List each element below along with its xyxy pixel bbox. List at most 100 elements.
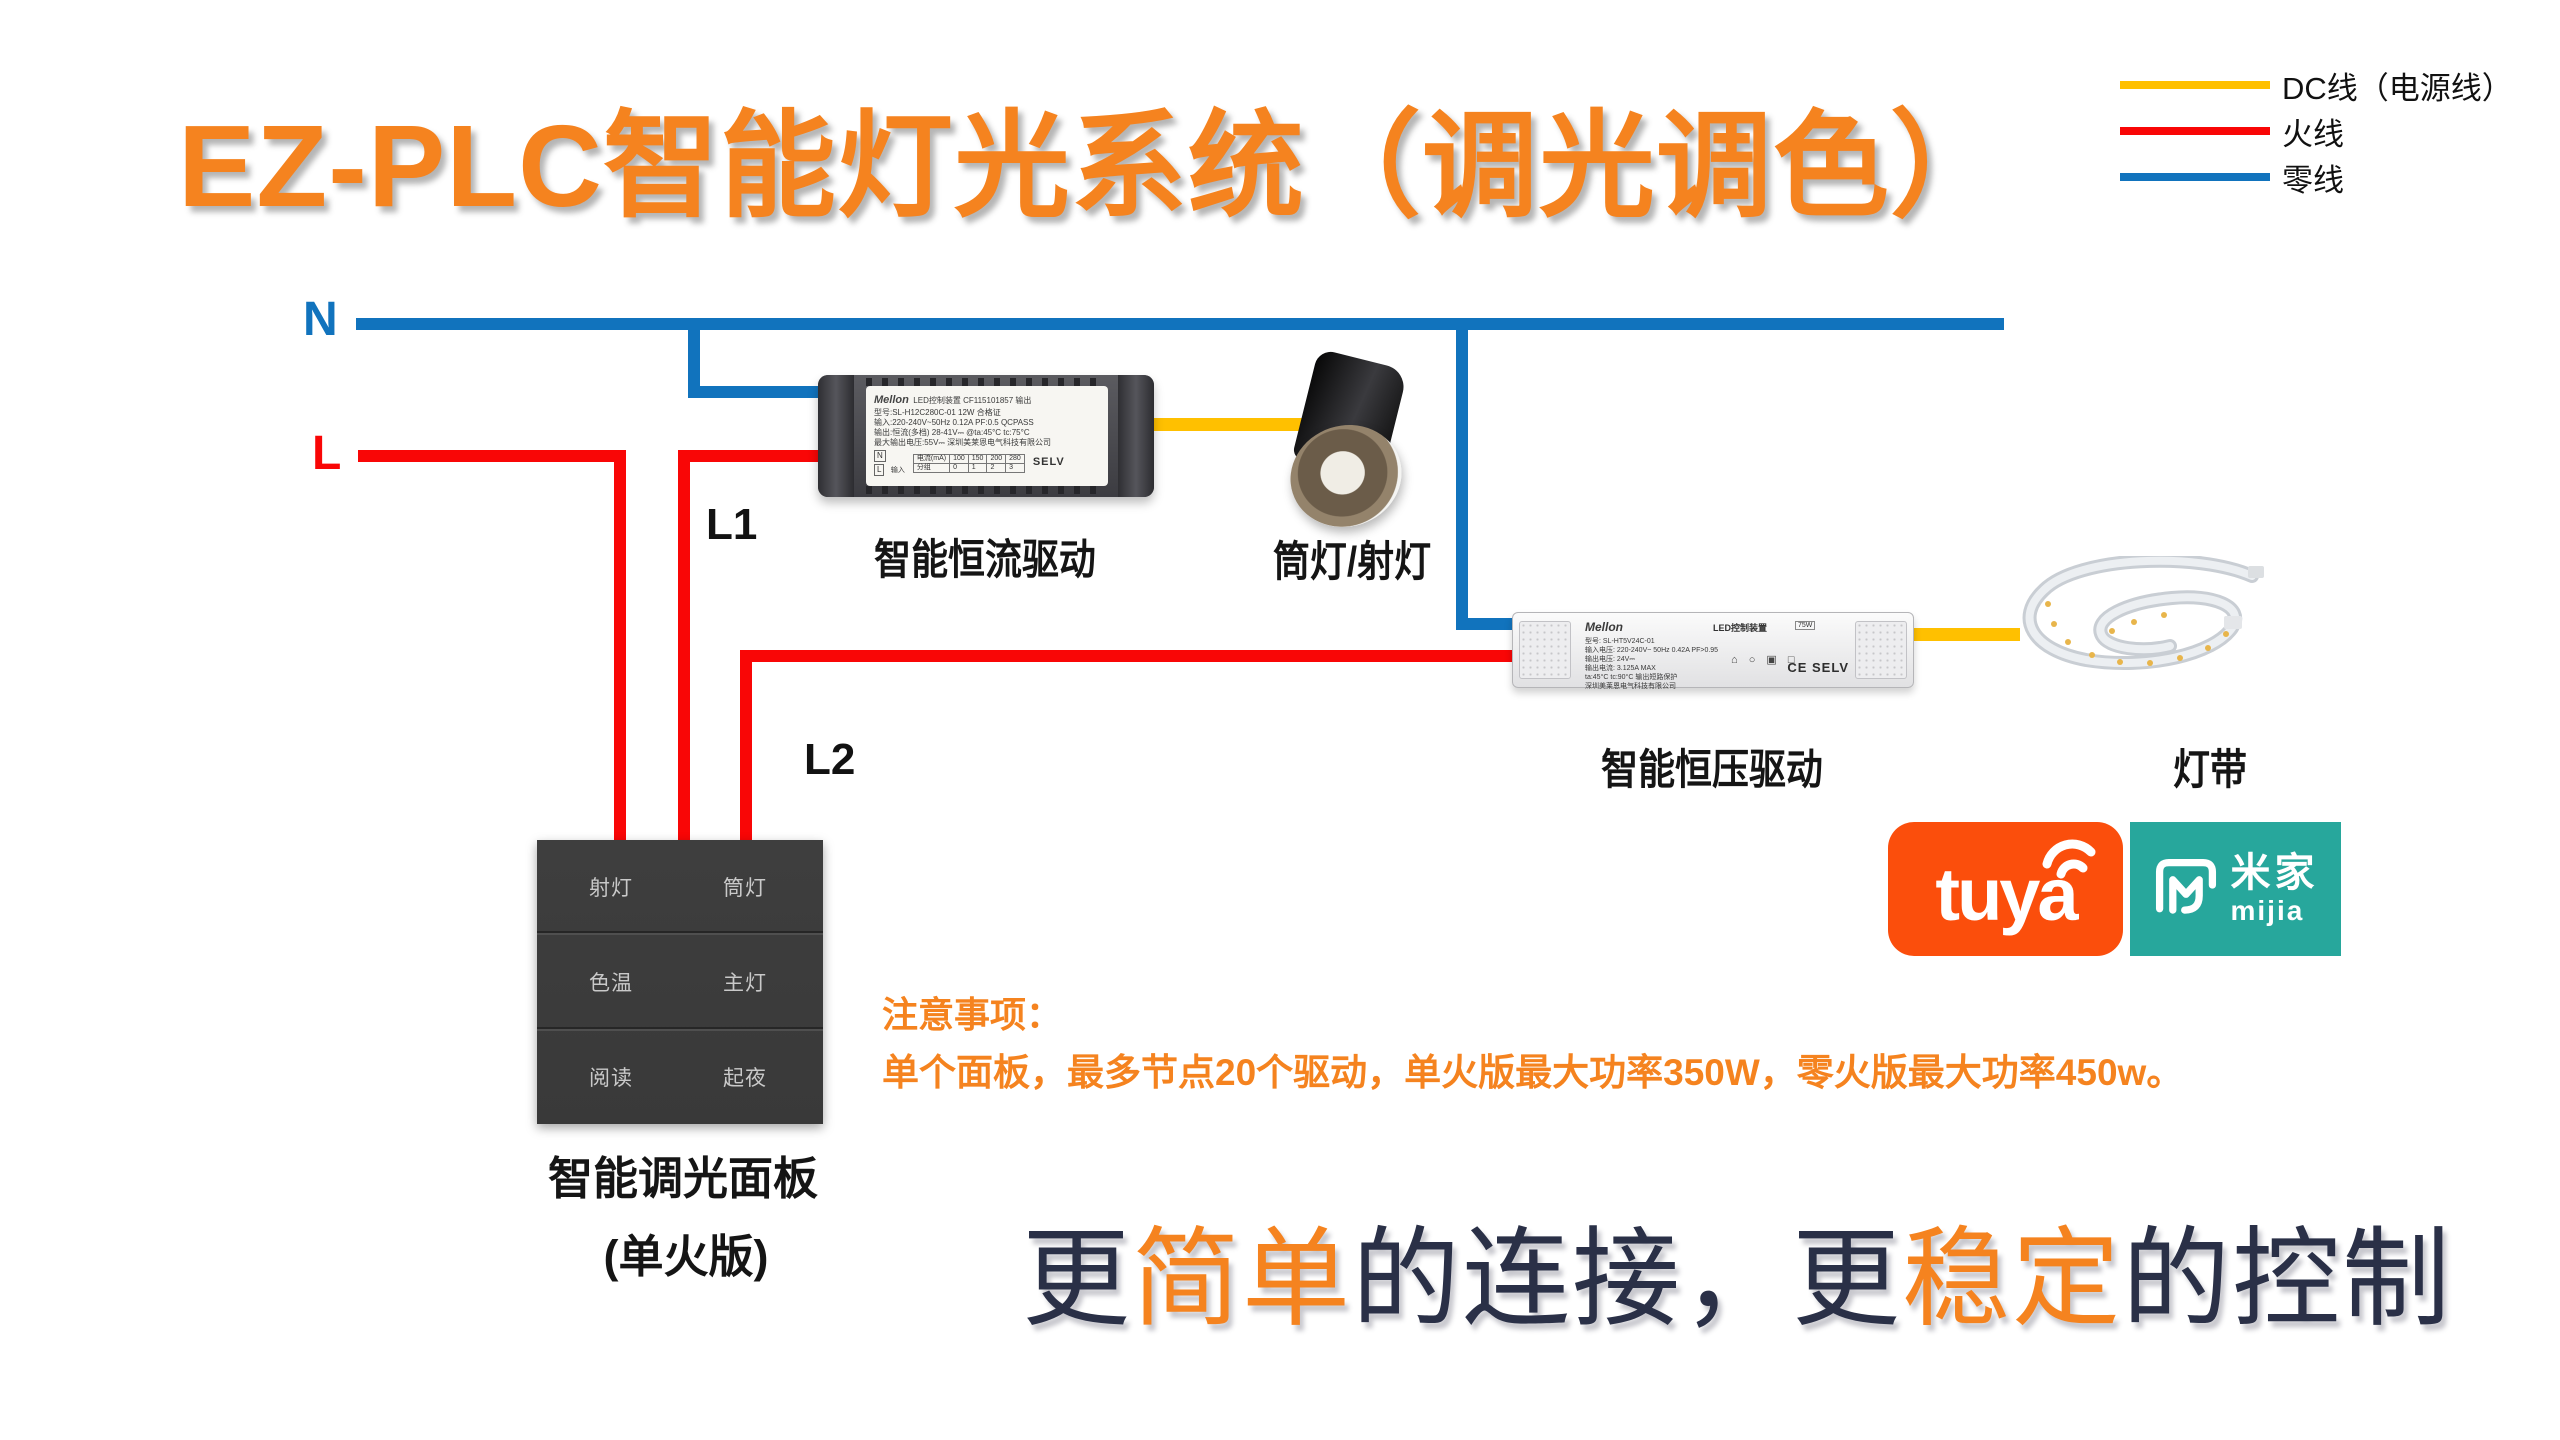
cv-driver-spec-line: 输入电压: 220-240V~ 50Hz 0.42A PF>0.95 — [1585, 647, 1719, 654]
mijia-logo-en: mijia — [2230, 895, 2305, 926]
terminal-n: N — [874, 450, 886, 462]
legend-label: 火线 — [2282, 116, 2344, 152]
downlight-caption: 筒灯/射灯 — [1272, 538, 1432, 585]
dc-wire-to-strip — [1908, 628, 2020, 641]
wire-legend: DC线（电源线） 火线 零线 — [2120, 62, 2540, 200]
legend-item-dc: DC线（电源线） — [2120, 62, 2540, 108]
neutral-wire-drop1 — [688, 318, 700, 398]
cc-driver-spec-line: 输出:恒流(多档) 28-41V⎓ @ta:45°C tc:75°C — [874, 428, 1030, 437]
cc-driver-spec-line: 型号:SL-H12C280C-01 12W 合格证 — [874, 408, 1001, 417]
table-cell: 3 — [1005, 462, 1025, 473]
table-cell: 1 — [967, 462, 988, 473]
panel-row: 色温 主灯 — [537, 933, 823, 1028]
panel-row: 射灯 筒灯 — [537, 840, 823, 933]
live-terminal-label: L — [312, 427, 342, 480]
cc-driver-spec-label: Mellon LED控制装置 CF115101857 输出 型号:SL-H12C… — [866, 386, 1108, 486]
table-cell: 280 — [1005, 453, 1025, 464]
led-strip-caption: 灯带 — [2173, 746, 2247, 793]
cv-driver-caption: 智能恒压驱动 — [1601, 746, 1823, 793]
cc-driver-caption: 智能恒流驱动 — [874, 536, 1096, 583]
table-cell: 150 — [967, 453, 988, 464]
neutral-terminal-label: N — [303, 293, 338, 346]
cc-driver-spec-line: LED控制装置 CF115101857 输出 — [913, 396, 1032, 405]
mijia-logo-cn: 米家 — [2230, 851, 2319, 895]
live-wire-to-panel — [614, 450, 626, 841]
mijia-logo: 米家 mijia — [2130, 822, 2341, 956]
mijia-m-icon — [2155, 858, 2216, 914]
cc-driver-input-label: 输入 — [890, 467, 905, 474]
cv-driver-title: LED控制装置 — [1713, 623, 1768, 633]
cc-driver-endcap-right — [1118, 375, 1154, 497]
legend-label: DC线（电源线） — [2282, 70, 2513, 106]
panel-button-color-temp: 色温 — [589, 971, 633, 995]
page-title: EZ-PLC智能灯光系统（调光调色） — [178, 101, 2007, 231]
l1-wire-tag: L1 — [706, 500, 758, 549]
live-wire-main — [358, 450, 626, 462]
legend-item-neutral: 零线 — [2120, 154, 2540, 200]
panel-button-spotlight: 射灯 — [589, 876, 633, 900]
table-cell: 0 — [949, 462, 969, 473]
cv-driver-brand: Mellon — [1585, 620, 1623, 634]
cc-driver-device: Mellon LED控制装置 CF115101857 输出 型号:SL-H12C… — [818, 375, 1154, 497]
dimmer-panel-variant: (单火版) — [603, 1231, 769, 1282]
panel-button-reading: 阅读 — [589, 1067, 633, 1091]
tuya-logo-text: tuya — [1935, 852, 2078, 936]
cc-driver-current-table: 电流(mA) 100 150 200 280 分组 0 1 2 3 — [912, 453, 1025, 473]
dimmer-panel-caption: 智能调光面板 — [547, 1153, 819, 1204]
cv-driver-terminal-left — [1519, 621, 1571, 679]
legend-label: 零线 — [2282, 162, 2344, 198]
l2-wire-tag: L2 — [804, 735, 856, 784]
terminal-l: L — [874, 464, 885, 476]
note-heading: 注意事项： — [882, 994, 1063, 1035]
tuya-logo: tuya — [1888, 822, 2123, 956]
neutral-wire-drop2 — [1456, 318, 1468, 630]
panel-button-night: 起夜 — [723, 1067, 767, 1091]
bottom-headline: 更简单的连接，更稳定的控制 — [1022, 1192, 2452, 1348]
cc-driver-endcap-left — [818, 375, 854, 497]
l1-wire-vertical — [678, 450, 690, 841]
cc-driver-spec-line: 输入:220-240V~50Hz 0.12A PF:0.5 QCPASS — [874, 418, 1034, 427]
cv-driver-terminal-right — [1855, 621, 1907, 679]
table-cell: 分组 — [912, 462, 951, 473]
cc-driver-vents-top — [866, 378, 1106, 386]
cv-driver-spec-line: 深圳美莱恩电气科技有限公司 — [1585, 683, 1676, 690]
headline-part: 的连接，更 — [1352, 1218, 1903, 1339]
headline-part-highlight: 稳定 — [1902, 1218, 2123, 1339]
legend-item-live: 火线 — [2120, 108, 2540, 154]
headline-part: 更 — [1022, 1218, 1133, 1339]
headline-part-highlight: 简单 — [1132, 1218, 1353, 1339]
strip-connector — [2248, 566, 2264, 578]
dc-wire-to-downlight — [1150, 418, 1310, 431]
cv-driver-device: Mellon LED控制装置 75W 型号: SL-HT5V24C-01 输入电… — [1512, 612, 1914, 691]
cv-driver-spec-line: 型号: SL-HT5V24C-01 — [1585, 638, 1655, 645]
table-cell: 2 — [986, 462, 1007, 473]
cv-driver-watt: 75W — [1795, 621, 1816, 630]
live-wire-swatch — [2120, 127, 2270, 135]
dimmer-panel-device: 射灯 筒灯 色温 主灯 阅读 起夜 — [537, 840, 823, 1124]
panel-button-main-light: 主灯 — [723, 971, 767, 995]
cv-driver-spec-line: 输出电流: 3.125A MAX — [1585, 665, 1656, 672]
cc-driver-terminals: N L 输入 — [874, 448, 905, 476]
selv-mark: SELV — [1032, 456, 1065, 468]
panel-row: 阅读 起夜 — [537, 1028, 823, 1124]
cc-driver-spec-line: 最大输出电压:55V⎓ 深圳美莱恩电气科技有限公司 — [874, 438, 1052, 447]
led-dots — [2045, 601, 2229, 666]
l2-wire-vertical — [740, 650, 752, 841]
cc-driver-brand: Mellon — [874, 394, 909, 406]
tuya-wifi-icon — [2042, 839, 2096, 879]
headline-part: 的控制 — [2122, 1218, 2453, 1339]
neutral-wire-swatch — [2120, 173, 2270, 181]
table-cell: 电流(mA) — [912, 453, 951, 464]
cv-driver-spec-lines: 型号: SL-HT5V24C-01 输入电压: 220-240V~ 50Hz 0… — [1585, 637, 1718, 691]
cv-driver-cert-icons: ⌂ ○ ▣ □ — [1731, 654, 1799, 666]
l2-wire-to-cv-driver — [740, 650, 1522, 662]
cv-driver-spec-line: ta:45°C tc:90°C 输出短路保护 — [1585, 674, 1678, 681]
strip-connector — [2224, 616, 2242, 629]
cc-driver-vents-bottom — [866, 486, 1106, 494]
panel-button-downlight: 筒灯 — [723, 876, 767, 900]
dc-wire-swatch — [2120, 81, 2270, 89]
neutral-wire-main — [356, 318, 2004, 330]
table-cell: 100 — [949, 453, 969, 464]
neutral-wire-to-cc-driver — [688, 386, 830, 398]
